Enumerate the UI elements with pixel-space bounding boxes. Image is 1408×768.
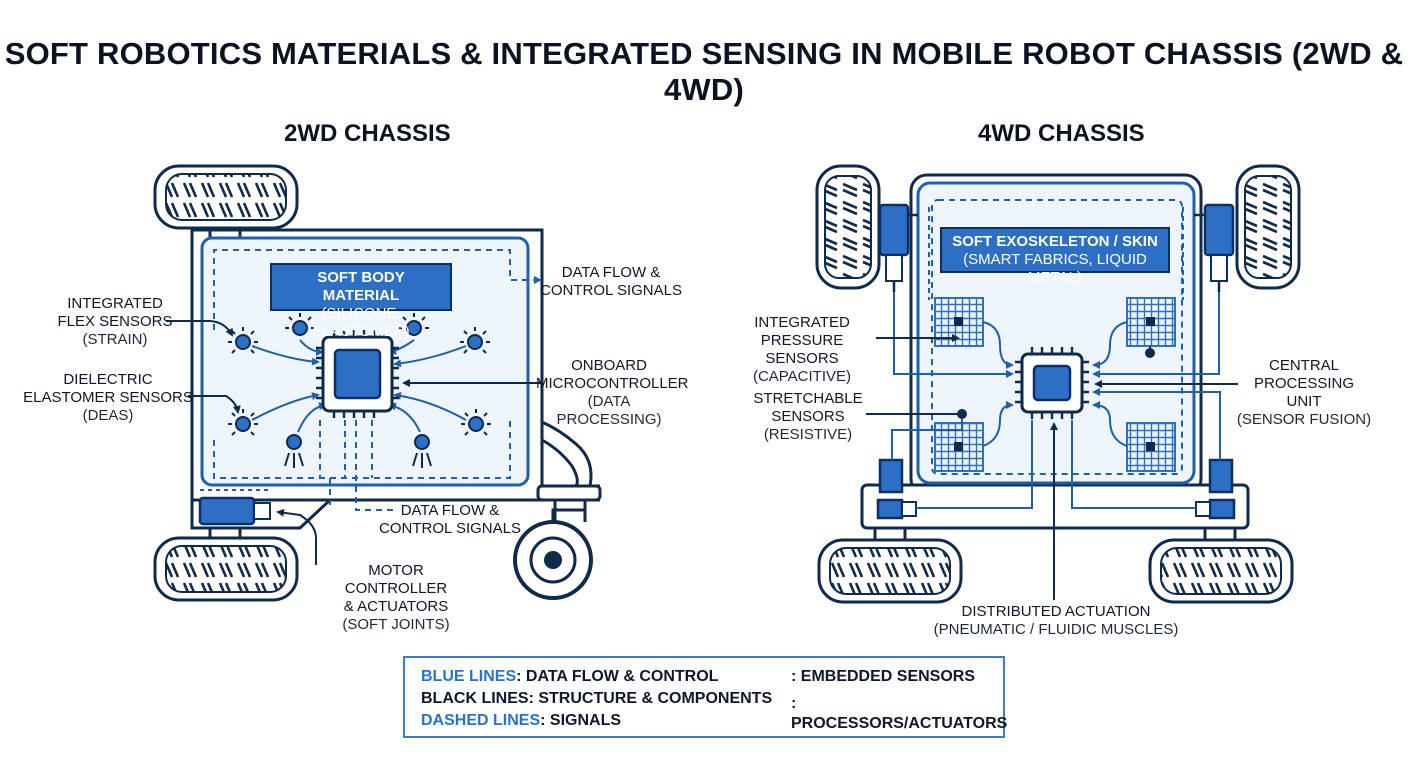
page-title: SOFT ROBOTICS MATERIALS & INTEGRATED SEN…: [4, 36, 1404, 107]
sensor-node: [285, 313, 315, 336]
legend-dashed-lines: DASHED LINES: SIGNALS: [421, 712, 622, 729]
legend-blue-lines: BLUE LINES: DATA FLOW & CONTROL: [421, 668, 719, 685]
wheel-rear-left-4wd: [817, 528, 963, 604]
motor-controller-label: MOTOR CONTROLLER & ACTUATORS (SOFT JOINT…: [342, 562, 450, 633]
legend-black-lines: BLACK LINES: STRUCTURE & COMPONENTS: [421, 690, 773, 707]
sensor-node: [399, 313, 429, 336]
data-flow-top-label: DATA FLOW & CONTROL SIGNALS: [540, 264, 682, 299]
heading-4wd: 4WD CHASSIS: [978, 120, 1145, 147]
cpu-chip-4wd: [1015, 347, 1089, 419]
rear-actuators-4wd: [876, 458, 1236, 520]
pressure-sensors-label: INTEGRATED PRESSURE SENSORS (CAPACITIVE): [752, 314, 852, 385]
motor-2wd: [198, 496, 271, 526]
mesh-sensor: [1126, 297, 1176, 347]
soft-exoskeleton-box: SOFT EXOSKELETON / SKIN (SMART FABRICS, …: [940, 227, 1170, 286]
sensor-node: [228, 327, 258, 354]
wheel-front-right-4wd: [1235, 164, 1301, 290]
sensor-node: [460, 327, 490, 354]
central-processing-label: CENTRAL PROCESSING UNIT (SENSOR FUSION): [1236, 357, 1372, 428]
distributed-actuation-label: DISTRIBUTED ACTUATION (PNEUMATIC / FLUID…: [933, 603, 1179, 638]
sensor-node: [412, 434, 432, 468]
soft-body-material-box: SOFT BODY MATERIAL (SILICONE, ELASTOMER): [270, 263, 452, 340]
legend-embedded-sensors: : EMBEDDED SENSORS: [791, 668, 976, 685]
soft-body-title: SOFT BODY MATERIAL: [317, 269, 405, 304]
heading-2wd: 2WD CHASSIS: [284, 120, 451, 147]
onboard-mcu-label: ONBOARD MICROCONTROLLER (DATA PROCESSING…: [536, 357, 689, 428]
sensor-node: [461, 409, 491, 436]
exoskeleton-title: SOFT EXOSKELETON / SKIN: [952, 233, 1158, 250]
dea-sensors-label: DIELECTRIC ELASTOMER SENSORS (DEAS): [23, 371, 193, 424]
wheel-rear-right-4wd: [1148, 528, 1294, 604]
legend: BLUE LINES: DATA FLOW & CONTROL BLACK LI…: [403, 656, 1008, 738]
sensor-node: [284, 434, 304, 468]
wheel-front-left-4wd: [815, 164, 881, 290]
wheel-bottom-2wd: [153, 528, 299, 602]
mcu-chip-2wd: [316, 330, 399, 418]
wheel-top-2wd: [153, 164, 299, 238]
caster-wheel: [513, 508, 593, 600]
front-actuators-4wd: [878, 203, 1235, 292]
flex-sensors-2wd: [228, 313, 491, 468]
data-flow-bottom-label: DATA FLOW & CONTROL SIGNALS: [379, 502, 521, 537]
soft-body-subtitle: (SILICONE, ELASTOMER): [312, 305, 410, 340]
exoskeleton-subtitle: (SMART FABRICS, LIQUID METAL): [963, 251, 1147, 286]
stretchable-sensors-label: STRETCHABLE SENSORS (RESISTIVE): [753, 390, 863, 443]
sensor-node: [228, 409, 258, 436]
legend-processors-actuators: : PROCESSORS/ACTUATORS: [791, 695, 1008, 732]
mesh-sensor: [1126, 422, 1176, 472]
flex-sensors-label: INTEGRATED FLEX SENSORS (STRAIN): [57, 295, 173, 348]
